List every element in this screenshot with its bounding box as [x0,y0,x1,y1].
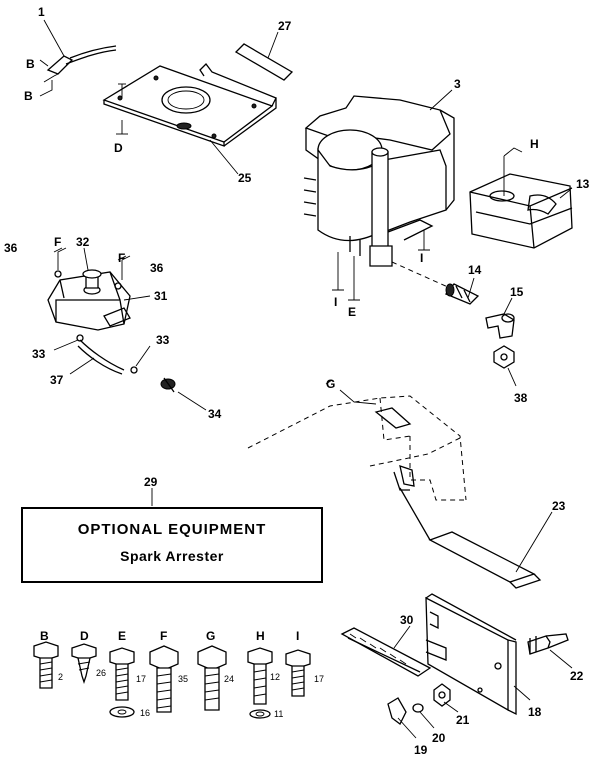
letter-d: D [114,141,123,155]
callout-3: 3 [454,77,461,91]
callout-22: 22 [570,669,584,683]
fastener-letter-i: I [296,629,299,643]
fastener-bolt-b [33,641,59,689]
part-fitting [160,377,207,411]
callout-13: 13 [576,177,590,191]
fastener-letter-b: B [40,629,49,643]
callout-1: 1 [38,5,45,19]
fastener-letter-h: H [256,629,265,643]
fastener-qty-b: 2 [58,672,63,682]
fastener-letter-f: F [160,629,167,643]
part-strip [234,31,294,81]
fastener-letter-g: G [206,629,215,643]
callout-30: 30 [400,613,414,627]
fastener-screw-d [71,643,97,685]
spark-arrester-label: Spark Arrester [120,548,224,564]
letter-f-2: F [118,251,125,265]
fastener-bolt-h [247,647,273,719]
fastener-bolt-f [149,645,179,713]
letter-i-2: I [420,251,423,265]
fastener-qty-f: 35 [178,674,188,684]
callout-25: 25 [238,171,252,185]
fastener-washer-h: 11 [274,709,283,719]
callout-20: 20 [432,731,446,745]
callout-36b: 36 [150,261,164,275]
letter-i-1: I [334,295,337,309]
fastener-qty-h: 12 [270,672,280,682]
fastener-bolt-e [109,647,135,718]
fastener-letter-e: E [118,629,126,643]
callout-33a: 33 [32,347,46,361]
callout-38: 38 [514,391,528,405]
part-chassis [247,379,553,589]
fastener-washer-e: 16 [140,708,150,718]
letter-h: H [530,137,539,151]
letter-f-1: F [54,235,61,249]
callout-36a: 36 [4,241,18,255]
optional-equipment-box: OPTIONAL EQUIPMENT Spark Arrester [21,507,323,583]
callout-32: 32 [76,235,90,249]
reference-letters: B B D H F F E I I G [24,57,539,391]
fastener-labels: B 2 D 26 E 17 16 F 35 G 24 H 12 11 I 17 [40,629,324,719]
callout-34: 34 [208,407,222,421]
callout-21: 21 [456,713,470,727]
optional-equipment-title: OPTIONAL EQUIPMENT [77,521,267,538]
part-clip [39,19,117,97]
part-fuel-line [53,334,151,375]
fastener-qty-e: 17 [136,674,146,684]
fastener-bolt-g [197,645,227,711]
letter-gi: G [326,377,335,391]
letter-e: E [348,305,356,319]
callout-15: 15 [510,285,524,299]
fastener-row [33,641,311,719]
callout-labels: 1 27 3 25 13 36 32 36 31 33 33 37 14 15 … [4,5,590,757]
fastener-qty-i: 17 [314,674,324,684]
fastener-qty-d: 26 [96,668,106,678]
callout-19: 19 [414,743,428,757]
callout-31: 31 [154,289,168,303]
part-exhaust [444,277,517,387]
callout-27: 27 [278,19,292,33]
part-muffler [469,147,573,249]
part-fuel-tank [47,247,151,331]
fastener-qty-g: 24 [224,674,234,684]
callout-23: 23 [552,499,566,513]
part-engine-plate [102,63,277,175]
fastener-letter-d: D [80,629,89,643]
letter-b-2: B [24,89,33,103]
callout-14: 14 [468,263,482,277]
callout-29: 29 [144,475,158,489]
part-mount-bracket [340,593,573,739]
part-engine [303,89,455,301]
callout-37: 37 [50,373,64,387]
letter-b-1: B [26,57,35,71]
fastener-bolt-i [285,649,311,697]
callout-18: 18 [528,705,542,719]
callout-33b: 33 [156,333,170,347]
